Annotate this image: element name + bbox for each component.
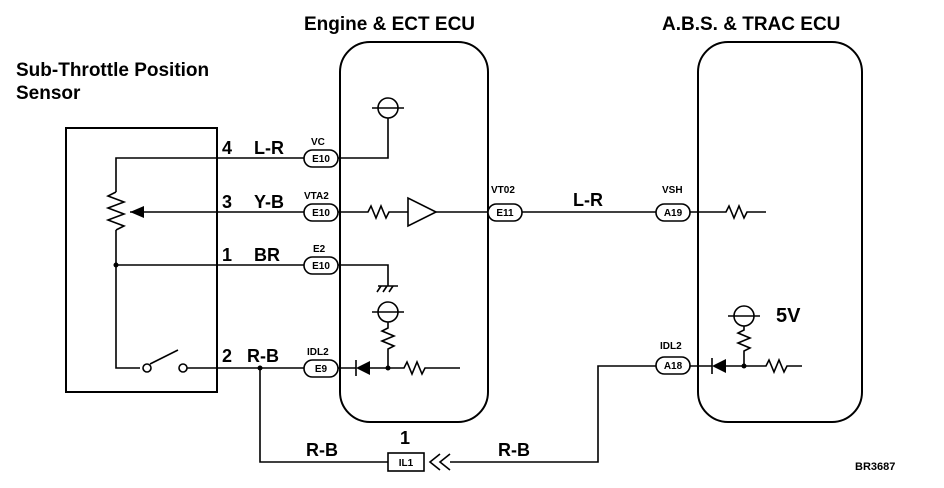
wire-color-e2: BR (254, 245, 280, 265)
terminal-vt02: E11 (496, 208, 514, 219)
terminal-vsh: A19 (664, 208, 683, 219)
sensor-title-line1: Sub-Throttle Position (16, 60, 209, 81)
vta2-buffer (338, 196, 488, 228)
junction-connector (387, 452, 425, 472)
terminal-e2: E10 (312, 261, 330, 272)
connector-abs-idl2: IDL2 A18 (655, 341, 691, 375)
engine-ecu-title: Engine & ECT ECU (304, 14, 475, 35)
connector-vt02: VT02 E11 (487, 185, 523, 222)
vsh-input (690, 203, 766, 221)
terminal-vta2: E10 (312, 208, 330, 219)
sensor-title-line2: Sensor (16, 83, 81, 104)
abs-ecu-title: A.B.S. & TRAC ECU (662, 14, 840, 35)
ground-icon (376, 285, 394, 293)
terminal-abs-idl2: A18 (664, 361, 683, 372)
figure-code: BR3687 (855, 461, 895, 473)
wire-pin-idl2: 2 (222, 346, 232, 366)
pin-name-vta2: VTA2 (304, 191, 329, 202)
sensor-box (65, 127, 218, 393)
connector-e2: E2 E10 (303, 244, 339, 275)
junction-terminal: IL1 (399, 458, 414, 469)
connector-vsh: VSH A19 (655, 185, 691, 222)
pin-name-idl2: IDL2 (307, 347, 329, 358)
diode-icon (356, 361, 370, 375)
terminal-vc: E10 (312, 154, 330, 165)
pin-name-vsh: VSH (662, 185, 683, 196)
e2-ground (338, 264, 398, 293)
junction-wire-left: R-B (306, 440, 338, 460)
connector-arrow-icon (428, 453, 451, 471)
idl2-circuit (338, 301, 460, 377)
wiper-arrow-icon (130, 206, 144, 218)
pin-name-vc: VC (311, 137, 325, 148)
idle-switch (142, 349, 305, 373)
pin-name-vt02: VT02 (491, 185, 515, 196)
wire-pin-vc: 4 (222, 138, 232, 158)
diode-icon (712, 359, 726, 373)
terminal-idl2: E9 (315, 364, 328, 375)
wire-pin-e2: 1 (222, 245, 232, 265)
wire-color-idl2: R-B (247, 346, 279, 366)
connector-vta2: VTA2 E10 (303, 191, 339, 222)
pin-name-e2: E2 (313, 244, 326, 255)
connector-vc: VC E10 (303, 137, 339, 168)
potentiometer (105, 157, 305, 369)
vc-supply (338, 97, 404, 159)
abs-supply-voltage: 5V (776, 305, 801, 327)
abs-idl2-circuit: 5V (690, 305, 802, 375)
wire-color-vc: L-R (254, 138, 284, 158)
junction-pin: 1 (400, 428, 410, 448)
abs-ecu-box (697, 41, 863, 423)
link-wire-color: L-R (573, 190, 603, 210)
wire-pin-vta2: 3 (222, 192, 232, 212)
engine-ecu-box (339, 41, 489, 423)
wire-color-vta2: Y-B (254, 192, 284, 212)
connector-idl2: IDL2 E9 (303, 347, 339, 378)
junction-wire-right: R-B (498, 440, 530, 460)
buffer-amplifier-icon (407, 196, 438, 228)
idl2-junction-loop: IL1 1 R-B R-B (257, 365, 656, 472)
pin-name-abs-idl2: IDL2 (660, 341, 682, 352)
